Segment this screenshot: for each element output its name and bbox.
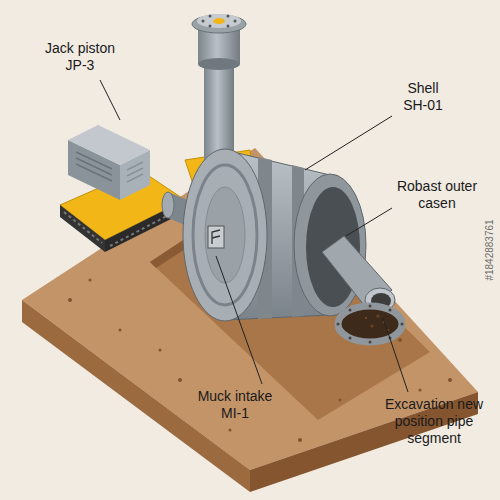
jack-cylinder — [213, 18, 225, 24]
inner-pipe — [322, 236, 395, 312]
jack-cylinder — [197, 14, 241, 28]
leader-line — [383, 318, 408, 392]
falling-soil — [371, 325, 374, 328]
soil-specks — [119, 329, 122, 332]
callout-label: Excavation new position pipe segment — [384, 396, 484, 446]
flange-ring — [369, 341, 372, 344]
soil-specks — [178, 378, 182, 382]
soil-specks — [229, 429, 232, 432]
soil-specks — [448, 378, 452, 382]
shell-body — [205, 187, 245, 283]
jack-cylinder — [198, 58, 240, 70]
jack-cylinder — [227, 15, 230, 18]
falling-soil — [365, 314, 389, 331]
flange-ring — [389, 309, 392, 312]
engine-box — [68, 125, 150, 165]
leader-line — [100, 80, 408, 392]
soil-specks — [398, 338, 402, 342]
soil-specks — [298, 438, 302, 442]
jack-cylinder — [227, 25, 230, 28]
flange-ring — [337, 323, 340, 326]
soil-specks — [419, 389, 422, 392]
callout-label: Shell SH-01 — [396, 80, 450, 114]
engine-box — [127, 162, 143, 182]
flange-ring — [349, 309, 352, 312]
callout-label: Robast outer casen — [394, 178, 480, 212]
shell-body — [183, 149, 267, 321]
jack-cylinder — [209, 15, 212, 18]
soil-specks — [89, 279, 92, 282]
flange-ring — [338, 306, 402, 342]
jack-cylinder — [234, 20, 237, 23]
crawler-base — [64, 212, 102, 243]
shell-body — [193, 165, 257, 305]
leader-line — [216, 256, 262, 384]
watermark-id: #1842883761 — [484, 200, 496, 300]
leader-line — [100, 80, 120, 120]
inner-pipe — [322, 236, 392, 310]
flange-ring — [337, 305, 404, 344]
shell-body — [212, 230, 220, 244]
leader-line — [346, 208, 392, 236]
shell-body — [294, 174, 366, 316]
flange-ring — [369, 305, 372, 308]
shell-body — [183, 149, 366, 321]
engine-box — [68, 125, 150, 200]
push-shaft — [162, 192, 174, 218]
jack-cylinder — [202, 20, 205, 23]
falling-soil — [365, 317, 367, 319]
jack-cylinder — [209, 25, 212, 28]
leader-line — [305, 116, 392, 170]
callout-label: Jack piston JP-3 — [38, 40, 122, 74]
callout-label: Muck intake MI-1 — [190, 388, 280, 422]
engine-box — [76, 152, 112, 181]
shell-body — [208, 226, 224, 248]
jack-cylinder — [192, 15, 246, 33]
falling-soil — [376, 314, 379, 317]
soil-specks — [159, 349, 162, 352]
flange-ring — [349, 337, 352, 340]
soil-specks — [68, 298, 72, 302]
crawler-base — [60, 205, 105, 252]
flange-ring — [401, 323, 404, 326]
soil-specks — [339, 399, 342, 402]
